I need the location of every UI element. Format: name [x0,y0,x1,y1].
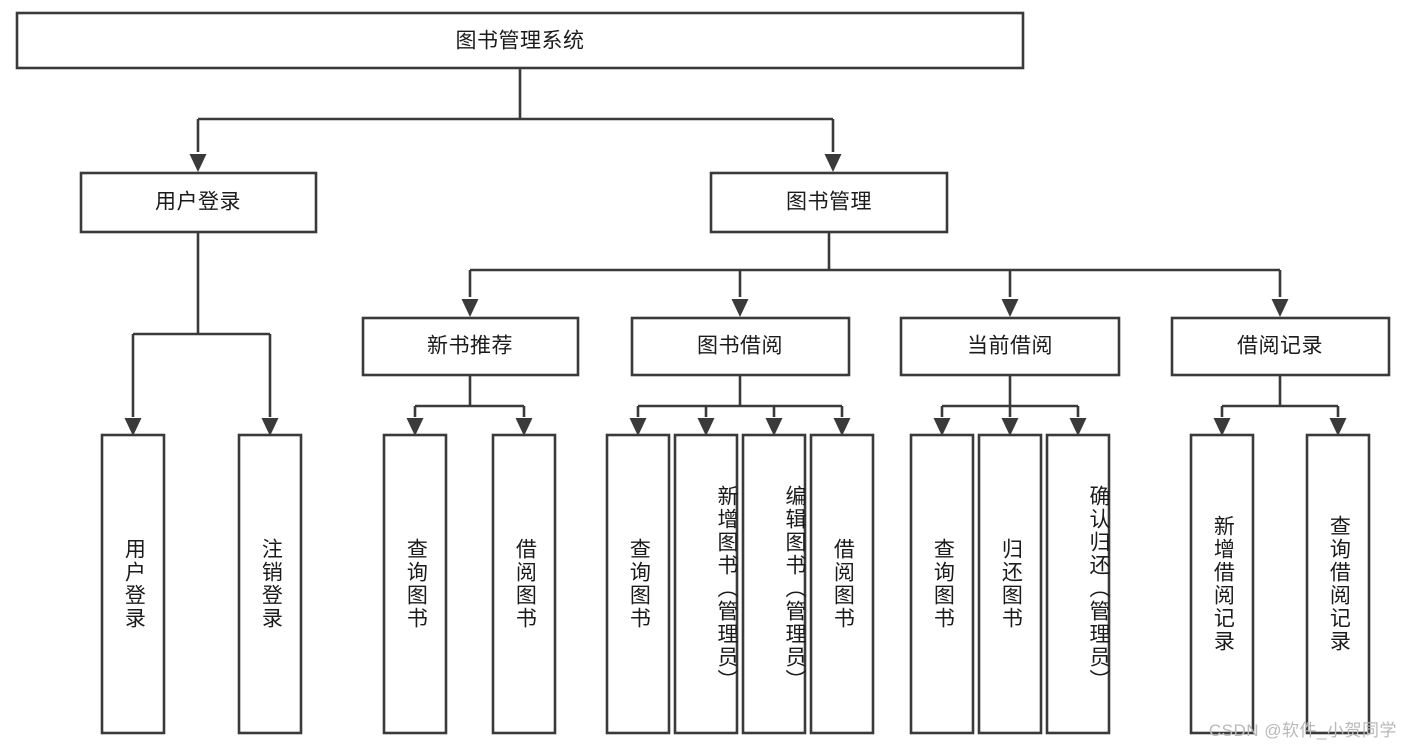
arrow-head-icon [824,154,842,172]
leaf-box [809,433,875,735]
connectors-newbook-to-leaves [406,375,533,436]
leaf-label-user-login[interactable]: 用户登录 [122,538,146,630]
arrow-head-icon [461,299,479,317]
connectors-current-to-leaves [933,375,1087,436]
leaf-box [741,433,807,735]
connectors-record-to-leaves [1213,375,1347,436]
leaf-box [1045,433,1111,735]
arrow-head-icon [765,418,783,436]
arrow-head-icon [833,418,851,436]
arrow-head-icon [933,418,951,436]
leaf-box [491,433,557,735]
leaf-label-confirm-return-admin[interactable]: 确认归还（管理员） [1087,484,1110,692]
arrow-head-icon [124,418,142,436]
leaf-label-add-borrow-record[interactable]: 新增借阅记录 [1211,515,1235,653]
node-new-book-recommend[interactable]: 新书推荐 [361,316,580,377]
arrow-head-icon [515,418,533,436]
node-root-label: 图书管理系统 [456,30,585,53]
arrow-head-icon [1001,418,1019,436]
connectors-borrow-to-leaves [629,375,851,436]
node-book-borrow-label: 图书借阅 [697,335,783,358]
arrow-head-icon [1329,418,1347,436]
arrow-head-icon [261,418,279,436]
leaf-box [382,433,448,735]
leaf-box [673,433,739,735]
leaf-box [977,433,1043,735]
arrow-head-icon [1213,418,1231,436]
leaf-box [100,433,166,735]
leaf-label-add-book-admin[interactable]: 新增图书（管理员） [715,484,738,692]
node-borrow-record[interactable]: 借阅记录 [1170,316,1391,377]
leaf-label-edit-book-admin[interactable]: 编辑图书（管理员） [783,484,806,692]
node-user-login-label: 用户登录 [155,191,241,214]
leaf-box [237,433,303,735]
node-book-management-label: 图书管理 [786,191,872,214]
leaf-label-query-book-newbook[interactable]: 查询图书 [404,538,428,630]
node-current-borrow[interactable]: 当前借阅 [899,316,1121,377]
connectors-bookmgmt-to-level3 [461,232,1289,317]
leaf-box [909,433,975,735]
arrow-head-icon [629,418,647,436]
node-book-borrow[interactable]: 图书借阅 [630,316,851,377]
leaf-label-query-borrow-record[interactable]: 查询借阅记录 [1327,515,1351,653]
node-root[interactable]: 图书管理系统 [15,11,1025,70]
arrow-head-icon [731,299,749,317]
node-current-borrow-label: 当前借阅 [967,335,1053,358]
arrow-head-icon [697,418,715,436]
leaf-label-query-book-borrow[interactable]: 查询图书 [627,538,651,630]
connectors-userlogin-to-leaves [124,232,279,436]
arrow-head-icon [189,154,207,172]
leaf-box [1305,433,1371,735]
arrow-head-icon [406,418,424,436]
node-user-login[interactable]: 用户登录 [79,171,318,234]
arrow-head-icon [1271,299,1289,317]
node-book-management[interactable]: 图书管理 [709,171,949,234]
leaf-label-borrow-book[interactable]: 借阅图书 [831,538,855,630]
leaf-box [1189,433,1255,735]
arrow-head-icon [1001,299,1019,317]
leaf-label-return-book[interactable]: 归还图书 [999,538,1023,630]
leaf-label-logout[interactable]: 注销登录 [259,538,283,630]
node-borrow-record-label: 借阅记录 [1237,335,1323,358]
leaf-label-query-book-current[interactable]: 查询图书 [931,538,955,630]
connectors-root-to-level2 [189,68,842,172]
arrow-head-icon [1069,418,1087,436]
leaf-label-borrow-book-newbook[interactable]: 借阅图书 [513,538,537,630]
leaf-box [605,433,671,735]
leaf-boxes [100,433,1371,735]
node-new-book-recommend-label: 新书推荐 [427,335,513,358]
